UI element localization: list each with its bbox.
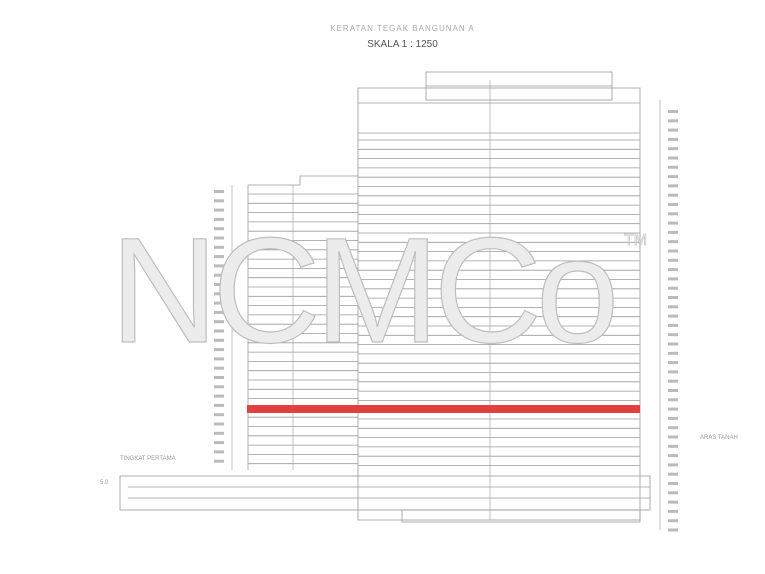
- level-mark: [668, 286, 678, 290]
- level-mark: [214, 338, 224, 342]
- level-mark: [214, 320, 224, 324]
- watermark: NCMCo: [109, 206, 620, 374]
- watermark-trademark: TM: [624, 232, 648, 250]
- level-mark: [668, 519, 678, 523]
- level-mark: [668, 528, 678, 532]
- level-mark: [214, 394, 224, 398]
- level-mark: [668, 212, 678, 216]
- level-mark: [668, 305, 678, 309]
- level-mark: [668, 249, 678, 253]
- level-mark: [668, 240, 678, 244]
- level-mark: [214, 431, 224, 435]
- level-mark: [668, 323, 678, 327]
- level-mark: [214, 208, 224, 212]
- level-mark: [214, 227, 224, 231]
- level-mark: [668, 398, 678, 402]
- level-mark: [668, 110, 678, 113]
- level-mark: [214, 357, 224, 361]
- level-mark: [668, 482, 678, 485]
- level-mark: [668, 500, 678, 504]
- level-mark: [214, 441, 224, 445]
- level-mark: [668, 435, 678, 439]
- level-mark: [214, 236, 224, 240]
- level-mark: [214, 385, 224, 389]
- basement-outline: [401, 509, 641, 523]
- level-mark: [668, 463, 678, 467]
- level-mark: [668, 296, 678, 299]
- level-mark: [668, 407, 678, 411]
- level-mark: [668, 426, 678, 430]
- level-mark: [214, 245, 224, 249]
- level-mark: [668, 175, 678, 179]
- drawing-scale: SKALA 1 : 1250: [367, 39, 438, 50]
- level-mark: [214, 255, 224, 259]
- level-mark: [214, 422, 224, 426]
- drawing-title: KERATAN TEGAK BANGUNAN A: [330, 24, 475, 33]
- podium-outline: [119, 475, 651, 511]
- level-mark: [668, 314, 678, 318]
- tower-outline: [357, 87, 641, 521]
- level-mark: [214, 450, 224, 454]
- level-mark: [214, 217, 224, 221]
- level-mark: [668, 379, 678, 383]
- level-mark: [668, 370, 678, 374]
- highlighted-floor: [247, 405, 640, 413]
- level-mark: [668, 389, 678, 392]
- level-mark: [668, 444, 678, 448]
- level-mark: [668, 147, 678, 151]
- level-mark: [668, 203, 678, 206]
- level-mark: [668, 119, 678, 123]
- level-mark: [214, 376, 224, 379]
- right-label: ARAS TANAH: [700, 435, 738, 441]
- level-mark: [214, 310, 224, 314]
- level-mark: [668, 128, 678, 132]
- level-mark: [668, 184, 678, 188]
- level-mark: [668, 156, 678, 160]
- level-mark: [668, 351, 678, 355]
- level-mark: [668, 416, 678, 420]
- level-mark: [668, 509, 678, 513]
- level-mark: [668, 193, 678, 197]
- level-mark: [214, 329, 224, 333]
- level-mark: [668, 454, 678, 458]
- dimension-label: 5.0: [100, 480, 109, 486]
- level-mark: [668, 472, 678, 476]
- level-mark: [668, 137, 678, 141]
- level-mark: [668, 342, 678, 346]
- level-mark: [668, 230, 678, 234]
- level-mark: [214, 301, 224, 305]
- level-mark: [214, 283, 224, 286]
- level-mark: [214, 292, 224, 296]
- level-mark: [668, 277, 678, 281]
- level-mark: [668, 258, 678, 262]
- left-wing-outline: [247, 175, 358, 470]
- ground-label: TINGKAT PERTAMA: [120, 456, 176, 462]
- level-mark: [214, 264, 224, 268]
- level-mark: [214, 199, 224, 203]
- level-mark: [214, 190, 224, 193]
- level-mark: [214, 403, 224, 407]
- level-mark: [668, 491, 678, 495]
- level-mark: [668, 221, 678, 225]
- level-mark: [214, 459, 224, 463]
- level-mark: [214, 348, 224, 352]
- level-mark: [214, 366, 224, 370]
- level-mark: [668, 333, 678, 337]
- level-mark: [668, 361, 678, 365]
- level-mark: [214, 413, 224, 417]
- level-mark: [668, 165, 678, 169]
- level-mark: [214, 273, 224, 277]
- level-mark: [668, 268, 678, 272]
